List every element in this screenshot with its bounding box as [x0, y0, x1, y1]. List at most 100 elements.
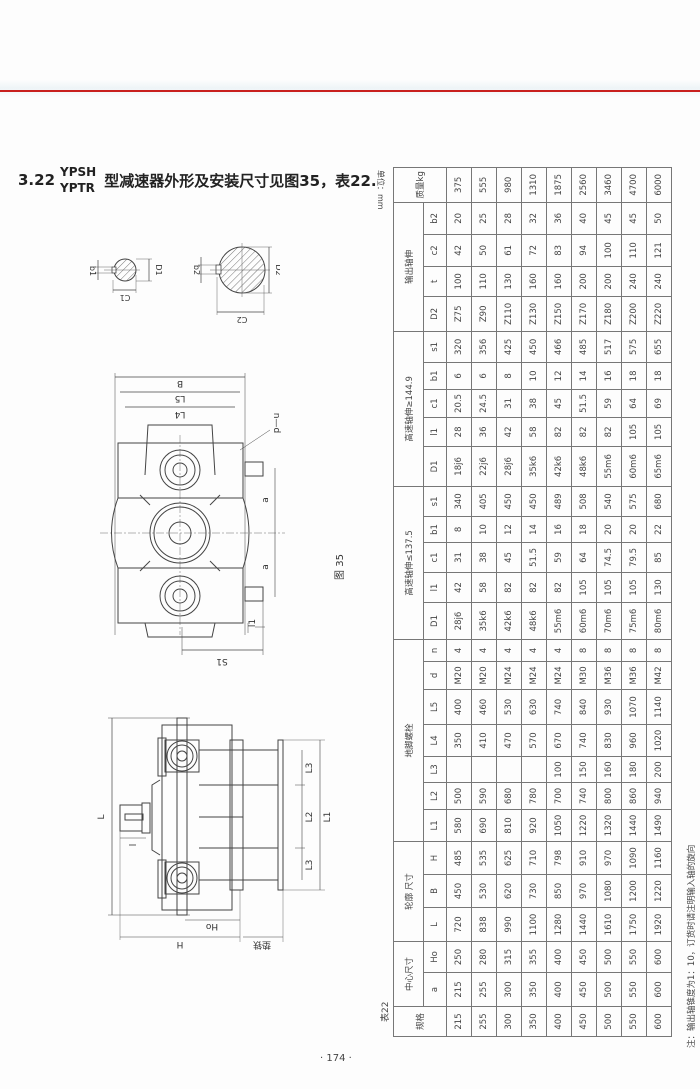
table-cell: 240	[646, 266, 672, 297]
table-cell: 240	[621, 266, 647, 297]
svg-text:C2: C2	[237, 315, 248, 324]
table-cell: Z170	[571, 296, 597, 332]
table-cell: M24	[546, 661, 572, 690]
table-cell: 160	[596, 756, 622, 783]
table-cell: Z75	[446, 296, 472, 332]
table-cell: 1220	[646, 874, 672, 908]
table-cell: 450	[521, 486, 547, 517]
table-cell: 798	[546, 841, 572, 875]
table-cell: 485	[446, 841, 472, 875]
group-header: 高速轴伸≤137.5	[393, 486, 424, 640]
table-cell: 280	[471, 941, 497, 973]
table-cell: 3460	[596, 167, 622, 203]
table-cell: Z180	[596, 296, 622, 332]
table-cell: 20.5	[446, 389, 472, 418]
column-header: b1	[423, 362, 447, 390]
table-cell: 215	[446, 1006, 472, 1037]
table-cell: 1440	[571, 907, 597, 942]
table-cell: 1140	[646, 689, 672, 725]
svg-text:Ho: Ho	[205, 921, 218, 931]
table-cell: 105	[596, 572, 622, 603]
group-header: 轮廓 尺寸	[393, 841, 424, 942]
column-header: L5	[423, 689, 447, 725]
table-cell	[521, 756, 547, 783]
table-cell: 110	[621, 234, 647, 267]
table-cell: 830	[596, 724, 622, 757]
table-cell: 340	[446, 486, 472, 517]
column-header: D1	[423, 602, 447, 640]
table-cell: 400	[546, 972, 572, 1007]
table-cell: Z90	[471, 296, 497, 332]
unit-label: 单位：mm	[376, 170, 385, 210]
table-cell: 1220	[571, 809, 597, 842]
table-cell: 65m6	[646, 446, 672, 487]
column-header: a	[423, 972, 447, 1007]
svg-text:L2: L2	[305, 812, 315, 823]
table-cell: 12	[546, 362, 572, 390]
column-header: B	[423, 874, 447, 908]
table-cell: 121	[646, 234, 672, 267]
table-cell: 58	[471, 572, 497, 603]
svg-text:S1: S1	[216, 656, 227, 666]
column-header: D2	[423, 296, 447, 332]
table-cell: 860	[621, 782, 647, 810]
table-cell: 620	[496, 874, 522, 908]
column-header: L3	[423, 756, 447, 783]
table-cell: 1100	[521, 907, 547, 942]
table-cell: 100	[546, 756, 572, 783]
table-cell: 680	[646, 486, 672, 517]
table-cell: 350	[521, 972, 547, 1007]
header-shade	[0, 80, 700, 98]
table-cell: M42	[646, 661, 672, 690]
table-cell: 540	[596, 486, 622, 517]
table-cell: 485	[571, 331, 597, 363]
table-cell: 320	[446, 331, 472, 363]
table-cell: 960	[621, 724, 647, 757]
table-cell: 1080	[596, 874, 622, 908]
table-cell: 22	[646, 516, 672, 543]
table-cell: 80m6	[646, 602, 672, 640]
group-header: 输出轴伸	[393, 202, 424, 332]
table-cell: 36	[471, 417, 497, 447]
table-cell: 740	[571, 724, 597, 757]
table-cell: 8	[496, 362, 522, 390]
table-cell: 1090	[621, 841, 647, 875]
table-cell: M36	[621, 661, 647, 690]
table-cell: 130	[646, 572, 672, 603]
column-header: L	[423, 907, 447, 942]
column-header: c1	[423, 542, 447, 573]
table-cell: Z220	[646, 296, 672, 332]
table-cell: 800	[596, 782, 622, 810]
table-cell: 69	[646, 389, 672, 418]
table-cell: Z200	[621, 296, 647, 332]
table-cell: 10	[521, 362, 547, 390]
table-cell: 16	[596, 362, 622, 390]
table-cell: 200	[596, 266, 622, 297]
table-cell: 405	[471, 486, 497, 517]
table-cell: 450	[446, 874, 472, 908]
svg-text:L5: L5	[175, 393, 186, 403]
table-cell: 40	[571, 202, 597, 235]
table-cell: 55m6	[546, 602, 572, 640]
table-cell: 4700	[621, 167, 647, 203]
table-cell: 1440	[621, 809, 647, 842]
column-header: n	[423, 639, 447, 662]
table-cell: 64	[621, 389, 647, 418]
group-header: 地脚螺栓	[393, 639, 424, 842]
table-cell: 83	[546, 234, 572, 267]
table-cell: 10	[471, 516, 497, 543]
table-cell: 350	[521, 1006, 547, 1037]
table-cell: 45	[496, 542, 522, 573]
table-cell: 1070	[621, 689, 647, 725]
svg-text:a: a	[261, 497, 271, 503]
table-cell: 4	[521, 639, 547, 662]
table-cell	[496, 756, 522, 783]
table-cell: 450	[571, 972, 597, 1007]
section-number: 3.22	[18, 171, 56, 189]
table-cell: 4	[471, 639, 497, 662]
